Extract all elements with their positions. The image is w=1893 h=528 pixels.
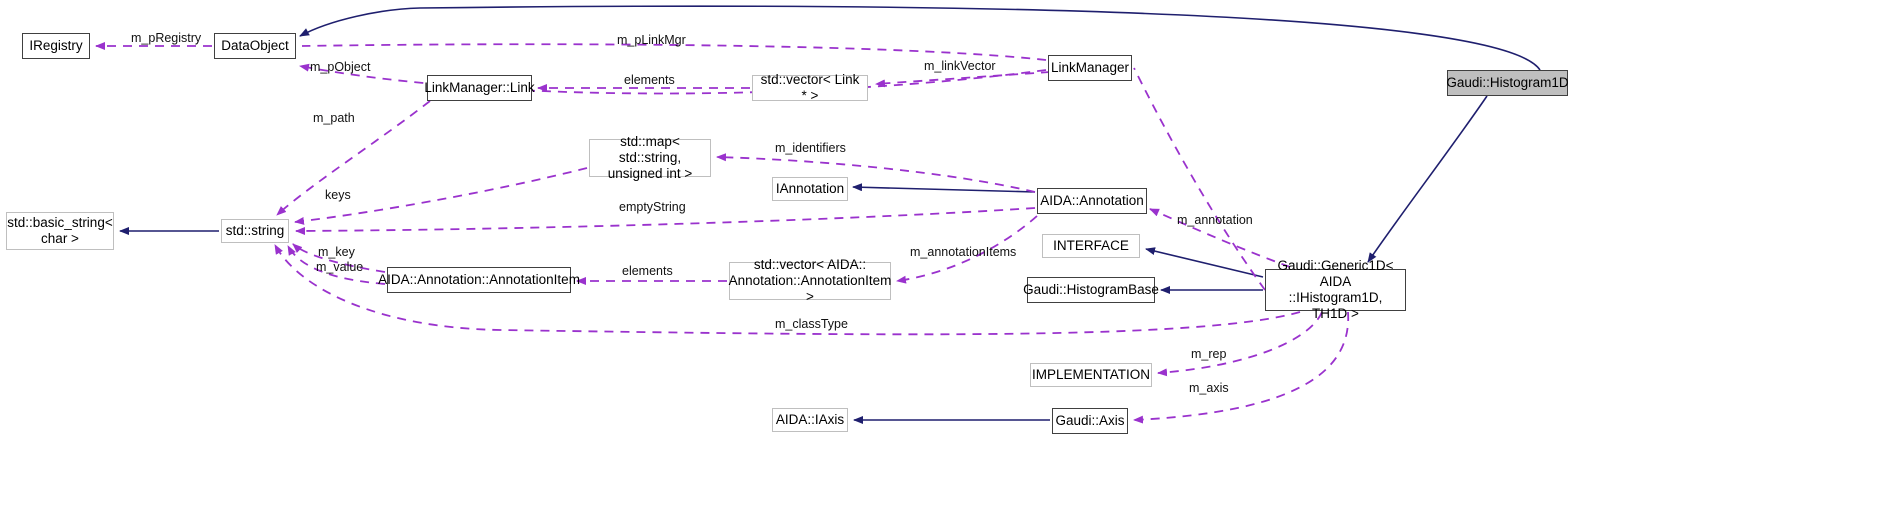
node-interface[interactable]: INTERFACE	[1042, 234, 1140, 258]
edge-label-m-value: m_value	[316, 260, 364, 274]
node-annotation-item[interactable]: AIDA::Annotation::AnnotationItem	[378, 267, 580, 293]
edge-label-m-rep: m_rep	[1191, 347, 1227, 361]
edge-use-m-linkvector	[1133, 67, 1266, 291]
node-aida-annotation[interactable]: AIDA::Annotation	[1037, 188, 1147, 214]
edge-label-m-pregistry: m_pRegistry	[131, 31, 202, 45]
node-std-vector-link[interactable]: std::vector< Link * >	[752, 72, 868, 103]
edge-label-m-path: m_path	[313, 111, 355, 125]
node-gaudi-axis[interactable]: Gaudi::Axis	[1052, 408, 1128, 434]
edge-label-m-plinkmgr: m_pLinkMgr	[617, 33, 686, 47]
node-linkmanager[interactable]: LinkManager	[1048, 55, 1132, 81]
node-std-basic-string[interactable]: std::basic_string< char >	[6, 212, 114, 250]
node-std-string[interactable]: std::string	[221, 219, 289, 243]
node-gaudi-histogram1d[interactable]: Gaudi::Histogram1D	[1446, 70, 1569, 96]
edge-label-m-key: m_key	[318, 245, 355, 259]
edge-inherit-generic1d-histogram1d	[1367, 95, 1488, 263]
edge-inherit-iannotation-annotation	[852, 183, 1036, 193]
node-dataobject[interactable]: DataObject	[214, 33, 296, 59]
node-gaudi-generic1d[interactable]: Gaudi::Generic1D< AIDA ::IHistogram1D, T…	[1265, 258, 1406, 321]
node-implementation[interactable]: IMPLEMENTATION	[1030, 363, 1152, 387]
edge-label-m-linkvector: m_linkVector	[924, 59, 996, 73]
node-linkmanager-link[interactable]: LinkManager::Link	[424, 75, 535, 101]
edge-label-m-identifiers: m_identifiers	[775, 141, 846, 155]
edge-use-m-axis	[1133, 311, 1350, 424]
edge-label-m-axis: m_axis	[1189, 381, 1229, 395]
edge-label-m-annotationitems: m_annotationItems	[910, 245, 1017, 259]
node-gaudi-histogrambase[interactable]: Gaudi::HistogramBase	[1023, 277, 1159, 303]
edge-label-m-annotation: m_annotation	[1177, 213, 1253, 227]
edge-label-keys: keys	[325, 188, 351, 202]
edge-inherit-interface-generic1d	[1145, 247, 1264, 278]
node-std-vector-annotation-item[interactable]: std::vector< AIDA:: Annotation::Annotati…	[728, 257, 892, 304]
edge-inherit-dataobject-histogram1d	[299, 5, 1541, 71]
node-iregistry[interactable]: IRegistry	[22, 33, 90, 59]
edge-label-m-classtype: m_classType	[775, 317, 848, 331]
edge-label-elements-link: elements	[624, 73, 675, 87]
node-std-map-string-uint[interactable]: std::map< std::string, unsigned int >	[589, 134, 711, 181]
edge-label-emptystring: emptyString	[619, 200, 686, 214]
edge-use-m-linkvector-tail	[875, 71, 1051, 88]
node-iannotation[interactable]: IAnnotation	[772, 177, 848, 201]
edge-label-m-pobject: m_pObject	[310, 60, 371, 74]
edge-label-elements-annotation: elements	[622, 264, 673, 278]
node-aida-iaxis[interactable]: AIDA::IAxis	[772, 408, 848, 432]
edge-use-m-identifiers	[716, 153, 1036, 193]
